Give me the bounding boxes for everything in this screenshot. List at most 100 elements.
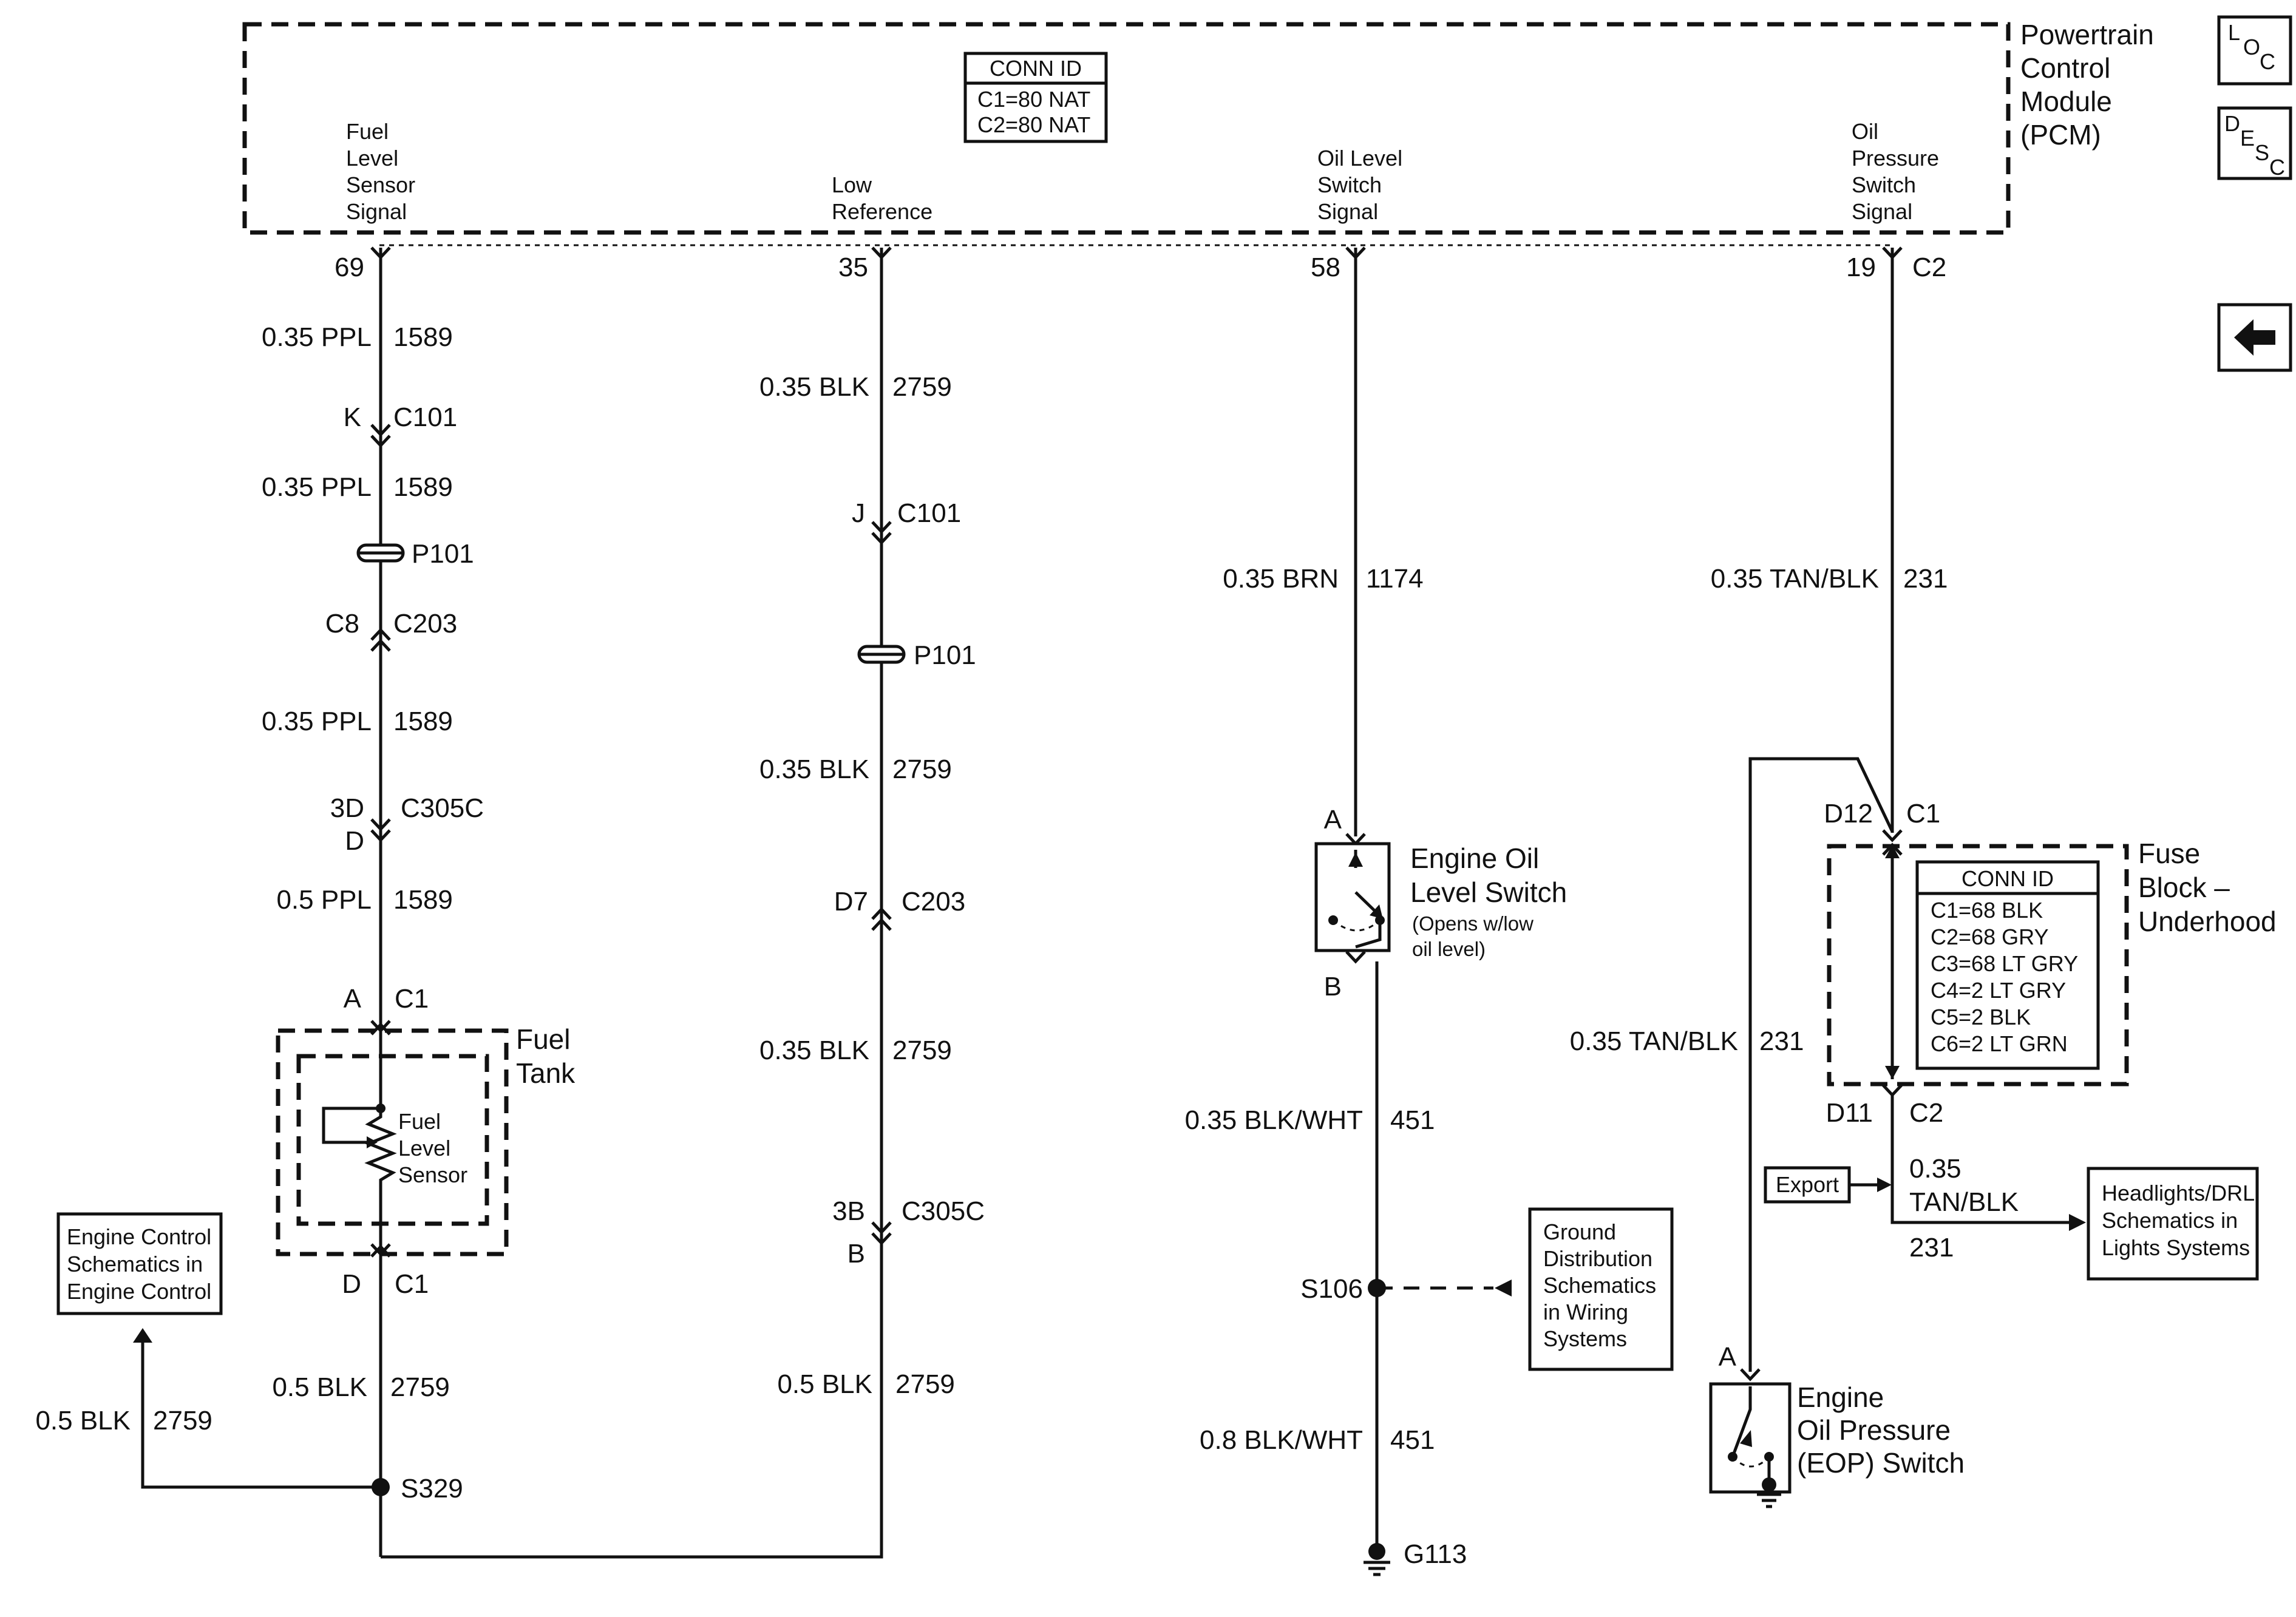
circuit-number: 1589 (393, 885, 453, 915)
svg-text:C: C (2260, 49, 2275, 74)
engine-control-schematics-link[interactable]: Engine Control Schematics in Engine Cont… (56, 1212, 223, 1315)
back-arrow-icon[interactable] (2217, 303, 2292, 372)
svg-text:Oil Level: Oil Level (1317, 146, 1402, 171)
switch-note: oil level) (1412, 938, 1486, 960)
wire-gauge: 0.35 BLK (759, 372, 869, 402)
export-button[interactable]: Export (1764, 1166, 1851, 1204)
svg-text:D: D (2224, 111, 2240, 136)
ground-icon (1364, 1543, 1390, 1576)
pcm-title: Powertrain Control Module (PCM) (2020, 19, 2154, 151)
engine-oil-level-switch (1314, 842, 1391, 952)
svg-text:in Wiring: in Wiring (1543, 1300, 1628, 1324)
svg-text:Distribution: Distribution (1543, 1246, 1652, 1271)
svg-text:Sensor: Sensor (346, 172, 415, 197)
fuel-tank-label: Tank (516, 1057, 576, 1089)
connector-pin: 3D (330, 793, 364, 823)
connector-pin: K (344, 402, 361, 432)
svg-text:C3=68 LT GRY: C3=68 LT GRY (1931, 951, 2078, 976)
loc-icon[interactable]: L O C (2217, 15, 2292, 86)
fuel-tank-boundary (276, 1028, 509, 1256)
svg-text:Low: Low (832, 172, 872, 197)
connector-pin: C8 (325, 609, 359, 639)
arrow-left-icon (1495, 1280, 1512, 1297)
connector-name: C1 (395, 984, 429, 1014)
pcm-boundary (242, 22, 2011, 235)
pin-69: 69 (335, 253, 364, 282)
wire-gauge: 0.35 PPL (262, 472, 372, 502)
svg-text:C: C (2269, 155, 2285, 180)
wire-gauge: 0.35 PPL (262, 707, 372, 736)
svg-text:Signal: Signal (346, 199, 407, 224)
wire-gauge: 0.5 PPL (276, 885, 372, 915)
circuit-number: 231 (1909, 1233, 1954, 1263)
connector-pin: D12 (1824, 799, 1873, 829)
signal-fuel-level: Fuel Level Sensor Signal (346, 119, 415, 224)
connector-c305c-mark (871, 1221, 892, 1246)
connector-pin: J (852, 498, 865, 528)
wire-eop-switch (1748, 757, 1894, 1372)
circuit-number: 2759 (892, 1036, 952, 1065)
switch-label: Engine Oil (1410, 842, 1539, 874)
wire-gauge: 0.35 PPL (262, 322, 372, 352)
connector-c1-mark (370, 1243, 391, 1258)
eop-switch-label: (EOP) Switch (1797, 1447, 1965, 1479)
desc-icon[interactable]: D E S C (2217, 106, 2292, 180)
wire-low-reference (381, 248, 883, 1559)
svg-text:Oil: Oil (1852, 119, 1878, 144)
svg-text:C4=2 LT GRY: C4=2 LT GRY (1931, 978, 2066, 1003)
wire-gauge: 0.5 BLK (777, 1369, 872, 1399)
svg-text:Fuel: Fuel (346, 119, 389, 144)
svg-text:Pressure: Pressure (1852, 146, 1939, 171)
svg-text:Engine Control: Engine Control (67, 1279, 211, 1304)
pin-35: 35 (838, 253, 868, 282)
fuel-level-sensor: Fuel Level Sensor (322, 1103, 467, 1214)
connector-pin: D (342, 1269, 361, 1299)
eop-switch-label: Oil Pressure (1797, 1414, 1951, 1446)
fuse-block-label: Block – (2138, 872, 2230, 903)
connector-name: C101 (897, 498, 961, 528)
splice-label: S329 (401, 1474, 463, 1503)
wire-gauge: 0.35 BLK (759, 1036, 869, 1065)
svg-text:Signal: Signal (1852, 199, 1912, 224)
connector-name: C101 (393, 402, 457, 432)
svg-text:Signal: Signal (1317, 199, 1378, 224)
svg-text:C5=2 BLK: C5=2 BLK (1931, 1005, 2031, 1029)
connector-pin: D (345, 826, 364, 856)
connector-name: C2 (1909, 1098, 1943, 1128)
p101-passthrough-icon (857, 645, 906, 664)
connector-c101-mark (370, 424, 391, 448)
eop-switch (1709, 1382, 1792, 1508)
connector-pin: A (1324, 805, 1342, 835)
pin-58: 58 (1311, 253, 1340, 282)
pin-19: 19 (1846, 253, 1876, 282)
passthrough-label: P101 (412, 539, 474, 569)
connector-pin: A (344, 984, 362, 1014)
svg-text:C1=68 BLK: C1=68 BLK (1931, 898, 2043, 923)
svg-text:Reference: Reference (832, 199, 932, 224)
ground-label: G113 (1404, 1539, 1467, 1569)
headlights-drl-schematics-link[interactable]: Headlights/DRL Schematics in Lights Syst… (2087, 1167, 2259, 1281)
circuit-number: 1174 (1366, 564, 1424, 594)
fuse-block-label: Underhood (2138, 906, 2277, 937)
arrow-right-icon (2069, 1214, 2086, 1231)
ground-distribution-schematics-link[interactable]: Ground Distribution Schematics in Wiring… (1528, 1207, 1674, 1371)
circuit-number: 451 (1390, 1425, 1435, 1455)
svg-text:Switch: Switch (1317, 172, 1382, 197)
connector-mark (1345, 951, 1366, 964)
connector-c305c-mark (370, 818, 391, 842)
circuit-number: 2759 (895, 1369, 955, 1399)
svg-text:Module: Module (2020, 86, 2112, 117)
circuit-number: 2759 (390, 1372, 450, 1402)
connector-c2-mark (1882, 1084, 1903, 1097)
wire-gauge: 0.35 TAN/BLK (1711, 564, 1879, 594)
connector-name: C1 (1906, 799, 1940, 829)
svg-text:Schematics: Schematics (1543, 1273, 1656, 1298)
svg-text:Engine Control: Engine Control (67, 1224, 211, 1249)
wire-engine-control (141, 1335, 381, 1489)
circuit-number: 451 (1390, 1105, 1435, 1135)
fuel-tank-label: Fuel (516, 1023, 570, 1055)
circuit-number: 231 (1759, 1026, 1804, 1056)
circuit-number: 2759 (892, 754, 952, 784)
connector-name: C305C (401, 793, 484, 823)
